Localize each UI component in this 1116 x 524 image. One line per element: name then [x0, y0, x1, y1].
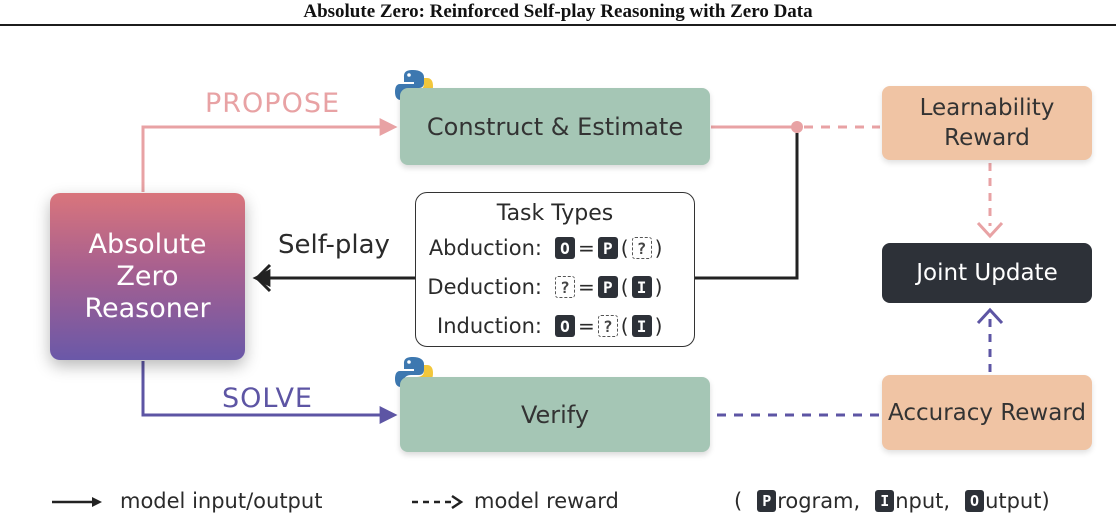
- paper-title: Absolute Zero: Reinforced Self-play Reas…: [303, 1, 813, 22]
- learnability-label: Learnability Reward: [919, 95, 1055, 151]
- joint-update-box: Joint Update: [882, 243, 1092, 303]
- branch-node: [791, 121, 803, 133]
- reasoner-label: Absolute Zero Reasoner: [84, 228, 211, 324]
- accuracy-reward-box: Accuracy Reward: [882, 375, 1092, 450]
- task-label: Induction:: [437, 314, 542, 338]
- input-glyph: I: [875, 490, 895, 512]
- task-label: Abduction:: [428, 236, 542, 260]
- self-play-chevron: [254, 263, 272, 293]
- task-types-title: Task Types: [496, 201, 614, 226]
- construct-estimate-box: Construct & Estimate: [400, 88, 710, 165]
- legend-types: ( P rogram, I nput, O utput): [734, 489, 1050, 513]
- accuracy-to-joint-chevron: [976, 307, 1004, 325]
- propose-label: PROPOSE: [205, 88, 341, 119]
- input-glyph: I: [631, 315, 652, 337]
- unknown-glyph: ?: [597, 315, 618, 337]
- verify-label: Verify: [520, 400, 590, 429]
- self-play-label: Self-play: [278, 230, 390, 260]
- joint-update-label: Joint Update: [916, 260, 1058, 286]
- legend-dashed-label: model reward: [474, 489, 619, 513]
- program-glyph: P: [597, 276, 618, 298]
- construct-label: Construct & Estimate: [426, 112, 684, 141]
- output-glyph: O: [555, 315, 575, 337]
- propose-arrow: [141, 118, 398, 192]
- solve-arrow: [141, 361, 398, 424]
- verify-box: Verify: [400, 377, 710, 452]
- input-glyph: I: [631, 276, 652, 298]
- task-label: Deduction:: [427, 275, 542, 299]
- solve-label: SOLVE: [222, 383, 313, 414]
- task-row-induction: Induction: O = ? ( I ): [416, 311, 694, 341]
- unknown-glyph: ?: [631, 237, 652, 259]
- program-glyph: P: [757, 490, 777, 512]
- task-types-box: Task Types Abduction: O = P ( ? ) Deduct…: [415, 192, 695, 347]
- program-glyph: P: [597, 237, 618, 259]
- header-divider: [0, 24, 1116, 26]
- task-row-abduction: Abduction: O = P ( ? ): [416, 233, 694, 263]
- accuracy-label: Accuracy Reward: [888, 399, 1086, 426]
- output-glyph: O: [555, 237, 575, 259]
- task-row-deduction: Deduction: ? = P ( I ): [416, 272, 694, 302]
- unknown-glyph: ?: [555, 276, 575, 298]
- learnability-to-joint-chevron: [976, 221, 1004, 239]
- legend-solid-label: model input/output: [120, 489, 323, 513]
- learnability-reward-box: Learnability Reward: [882, 86, 1092, 160]
- absolute-zero-reasoner-box: Absolute Zero Reasoner: [50, 193, 245, 360]
- output-glyph: O: [965, 490, 985, 512]
